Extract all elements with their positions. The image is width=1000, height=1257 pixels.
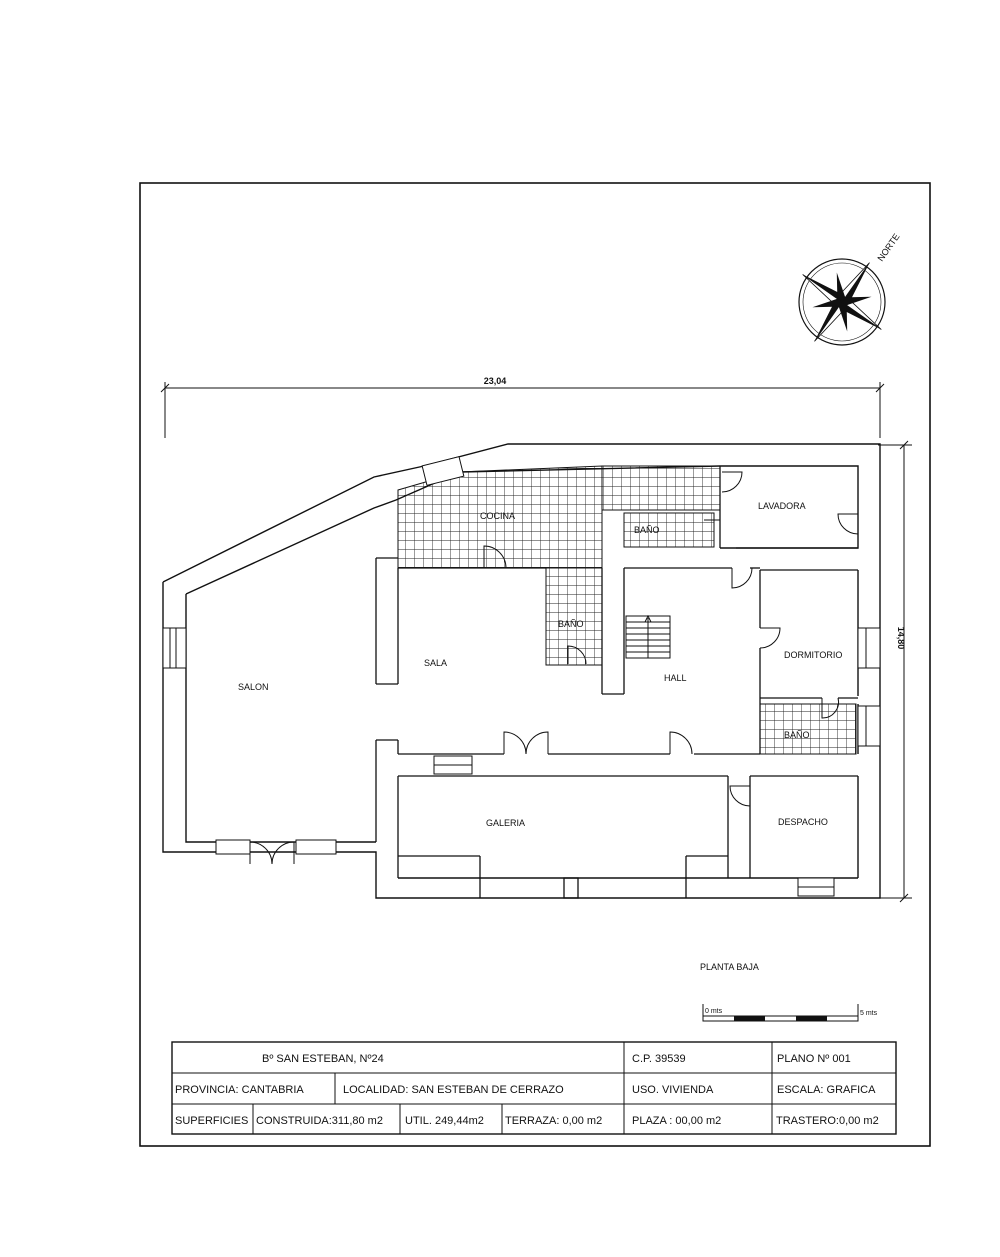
tb-escala: ESCALA: GRAFICA	[777, 1084, 876, 1096]
room-label-sala: SALA	[424, 658, 447, 668]
windows	[162, 456, 881, 897]
room-label-despacho: DESPACHO	[778, 817, 828, 827]
room-label-cocina: COCINA	[480, 511, 515, 521]
scale-bar: 0 mts 5 mts	[702, 1004, 878, 1022]
title-block: Bº SAN ESTEBAN, Nº24 C.P. 39539 PLANO Nº…	[171, 1041, 897, 1135]
compass-rose-icon	[798, 258, 886, 346]
height-dimension-line	[878, 440, 912, 903]
tb-terraza: TERRAZA: 0,00 m2	[505, 1115, 602, 1127]
scale-end-label: 5 mts	[860, 1010, 878, 1017]
room-label-lavadora: LAVADORA	[758, 501, 806, 511]
north-label: NORTE	[875, 232, 901, 263]
room-label-salon: SALON	[238, 682, 269, 692]
room-label-hall: HALL	[664, 673, 687, 683]
width-dimension-line	[160, 382, 885, 438]
drawing-frame	[139, 182, 931, 1147]
tb-superficies: SUPERFICIES	[175, 1115, 248, 1127]
height-dimension: 14,80	[896, 627, 906, 650]
tb-util: UTIL. 249,44m2	[405, 1115, 484, 1127]
room-label-bano-2: BAÑO	[558, 619, 584, 629]
tb-provincia: PROVINCIA: CANTABRIA	[175, 1084, 304, 1096]
scale-start-label: 0 mts	[705, 1008, 723, 1015]
room-label-bano-1: BAÑO	[634, 525, 660, 535]
width-dimension: 23,04	[484, 376, 507, 386]
tb-address: Bº SAN ESTEBAN, Nº24	[262, 1053, 384, 1065]
door-swings	[249, 471, 859, 865]
tb-trastero: TRASTERO:0,00 m2	[776, 1115, 879, 1127]
interior-walls	[375, 466, 858, 899]
tb-construida: CONSTRUIDA:311,80 m2	[256, 1115, 383, 1127]
tb-plano: PLANO Nº 001	[777, 1053, 851, 1065]
tb-plaza: PLAZA : 00,00 m2	[632, 1115, 721, 1127]
plan-title: PLANTA BAJA	[700, 962, 759, 972]
tb-uso: USO. VIVIENDA	[632, 1084, 714, 1096]
room-label-bano-3: BAÑO	[784, 730, 810, 740]
room-label-dormitorio: DORMITORIO	[784, 650, 842, 660]
tiled-areas	[397, 465, 857, 755]
tb-localidad: LOCALIDAD: SAN ESTEBAN DE CERRAZO	[343, 1084, 564, 1096]
room-labels: COCINA LAVADORA BAÑO BAÑO BAÑO SALA SALO…	[238, 501, 842, 828]
room-label-galeria: GALERIA	[486, 818, 525, 828]
staircase	[625, 614, 671, 659]
tb-cp: C.P. 39539	[632, 1053, 686, 1065]
